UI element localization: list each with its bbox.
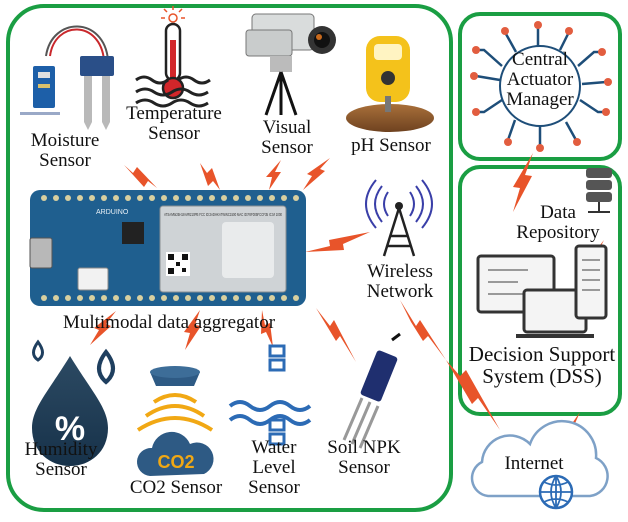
soil-npk-sensor-label: Soil NPK Sensor: [327, 437, 401, 478]
svg-text:%: %: [55, 410, 85, 448]
internet-cloud-icon: [470, 419, 609, 510]
co2-icon: CO2: [136, 366, 214, 476]
link-bolts: [90, 153, 604, 452]
ph-sensor-label: pH Sensor: [351, 135, 431, 156]
water-level-icon: [228, 344, 312, 446]
water-level-sensor-label: Water Level Sensor: [248, 437, 300, 498]
moisture-sensor-label: Moisture Sensor: [30, 130, 100, 171]
data-repository-label: Data Repository: [516, 202, 600, 243]
data-repository-icon: [586, 168, 612, 213]
link-bolt: [124, 165, 157, 188]
link-bolt: [90, 311, 116, 345]
ph-sensor-icon: [346, 36, 434, 132]
link-bolt: [200, 163, 220, 190]
actuator-manager-label: Central Actuator Manager: [506, 49, 574, 110]
visual-sensor-label: Visual Sensor: [261, 117, 313, 158]
actuator-frame: [458, 12, 622, 161]
soil-npk-icon: [342, 332, 401, 449]
sensor-group-frame: [6, 4, 453, 512]
arduino-board-icon: [29, 190, 306, 306]
internet-label: Internet: [504, 453, 564, 474]
temperature-sensor-label: Temperature Sensor: [126, 103, 222, 144]
link-bolt: [261, 310, 273, 347]
humidity-icon: %: [32, 339, 115, 466]
link-bolt: [316, 308, 356, 362]
link-bolt: [305, 232, 370, 252]
aggregator-label: Multimodal data aggregator: [62, 312, 276, 333]
link-bolt: [400, 300, 446, 360]
moisture-sensor-icon: [20, 25, 114, 130]
visual-sensor-icon: [245, 13, 336, 116]
actuator-circuit-icon: [475, 28, 607, 146]
link-bolt: [513, 153, 533, 212]
dss-label: Decision Support System (DSS): [468, 342, 616, 388]
link-bolt: [184, 310, 201, 350]
temperature-sensor-icon: [135, 6, 211, 108]
link-bolt: [446, 360, 500, 430]
humidity-sensor-label: Humidity Sensor: [24, 439, 98, 480]
dss-frame: [458, 165, 622, 416]
module-text: ATSAMW25H18-MR210PB FCC ID:2ADHKATWINC15…: [164, 212, 282, 217]
wireless-tower-icon: [365, 179, 433, 257]
actuator-nodes: [470, 21, 612, 152]
dss-computers-icon: [476, 244, 608, 338]
board-brand: ARDUINO: [96, 209, 129, 216]
co2-icon-text: CO2: [157, 452, 194, 472]
link-bolt: [266, 160, 281, 190]
co2-sensor-label: CO2 Sensor: [129, 477, 223, 498]
link-bolt: [303, 158, 330, 190]
wireless-network-label: Wireless Network: [366, 261, 434, 302]
